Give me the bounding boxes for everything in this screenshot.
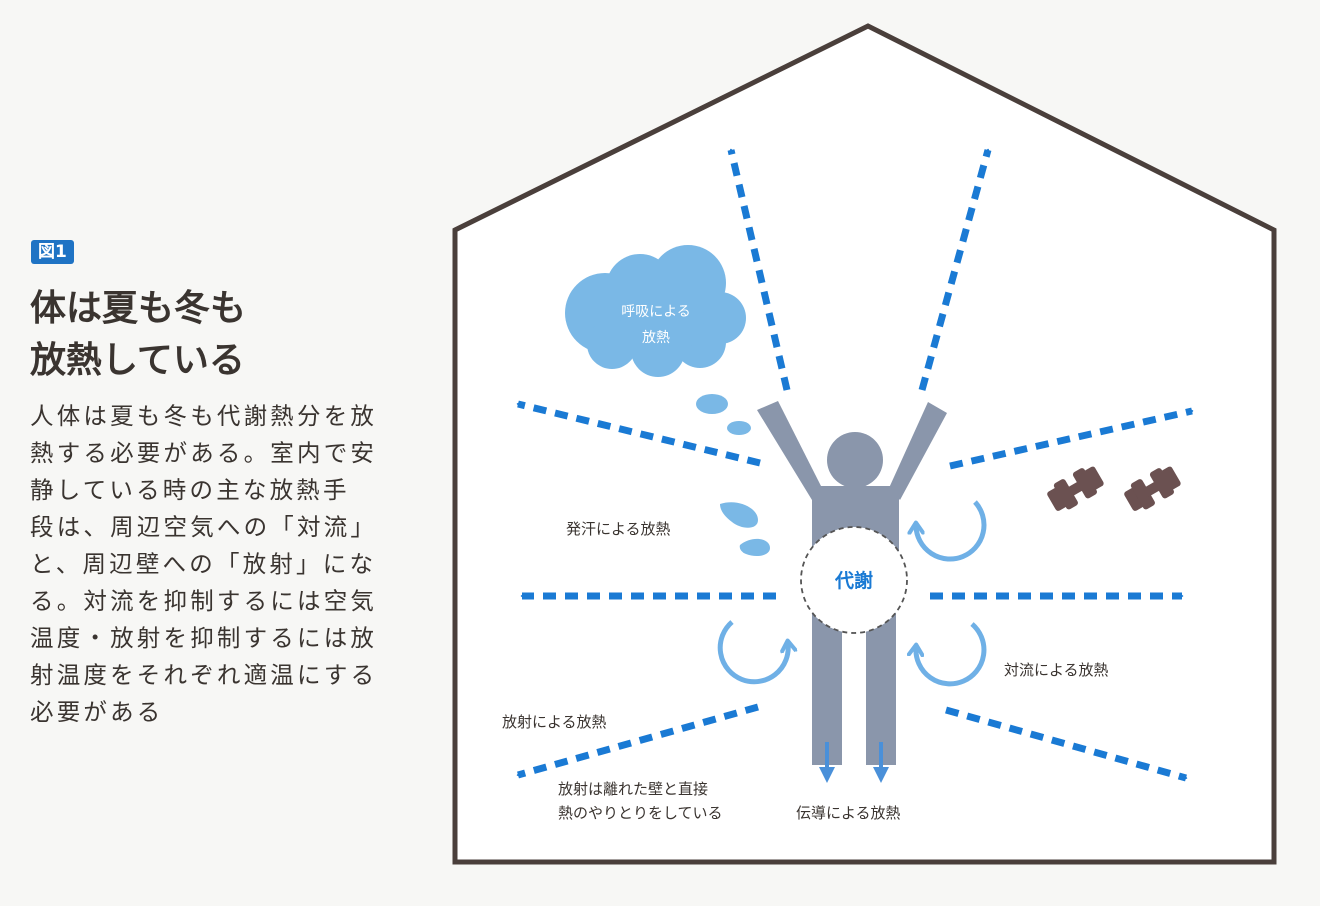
figure-title: 体は夏も冬も 放熱している xyxy=(30,283,360,387)
description-line: 人体は夏も冬も代謝熱分を放 xyxy=(30,402,378,430)
figure-left-arm xyxy=(757,401,822,500)
breath-label-line: 呼吸による xyxy=(621,304,691,320)
heat-arrow-upper-right xyxy=(949,407,1192,470)
description-line: 射温度をそれぞれ適温にする xyxy=(30,661,378,689)
convection-cycle-icon-lower-right xyxy=(916,622,987,687)
metabolism-label: 代謝 xyxy=(834,569,873,592)
dumbbell-icon xyxy=(1047,466,1104,511)
heat-arrow-lower-left xyxy=(518,703,759,779)
description-line: 熱する必要がある。室内で安 xyxy=(30,439,378,467)
description-line: と、周辺壁への「放射」にな xyxy=(30,550,377,578)
convection-cycle-icon-upper-right xyxy=(916,500,987,562)
heat-arrow-lower-right xyxy=(945,706,1186,782)
dumbbell-icon xyxy=(1124,466,1181,511)
heat-arrow-up-right xyxy=(918,150,992,391)
figure-right-arm xyxy=(889,402,947,500)
figure-title-line: 体は夏も冬も xyxy=(30,288,247,329)
figure-badge: 図1 xyxy=(31,240,74,264)
figure-head xyxy=(827,432,883,488)
metabolism-circle xyxy=(800,526,908,634)
description-line: 段は、周辺空気への「対流」 xyxy=(30,513,378,541)
heat-arrow-up-left xyxy=(727,150,791,391)
radiation-note-line: 熱のやりとりをしている xyxy=(558,804,723,822)
figure-title-line: 放熱している xyxy=(30,340,245,381)
sweat-drops-icon xyxy=(720,502,770,556)
heat-arrow-upper-left xyxy=(518,400,761,467)
radiation-label: 放射による放熱 xyxy=(502,713,607,731)
conduction-label: 伝導による放熱 xyxy=(796,804,901,822)
figure-description: 人体は夏も冬も代謝熱分を放 熱する必要がある。室内で安 静している時の主な放熱手… xyxy=(30,398,425,731)
description-line: 静している時の主な放熱手 xyxy=(30,476,350,504)
breath-cloud xyxy=(565,245,751,435)
description-line: 温度・放射を抑制するには放 xyxy=(30,624,378,652)
description-line: る。対流を抑制するには空気 xyxy=(30,587,378,615)
radiation-note-line: 放射は離れた壁と直接 xyxy=(558,780,708,798)
breath-label-line: 放熱 xyxy=(642,330,670,346)
description-line: 必要がある xyxy=(30,698,164,726)
convection-cycle-icon-lower-left xyxy=(717,620,788,685)
convection-label: 対流による放熱 xyxy=(1004,661,1109,679)
sweat-label: 発汗による放熱 xyxy=(566,520,671,538)
